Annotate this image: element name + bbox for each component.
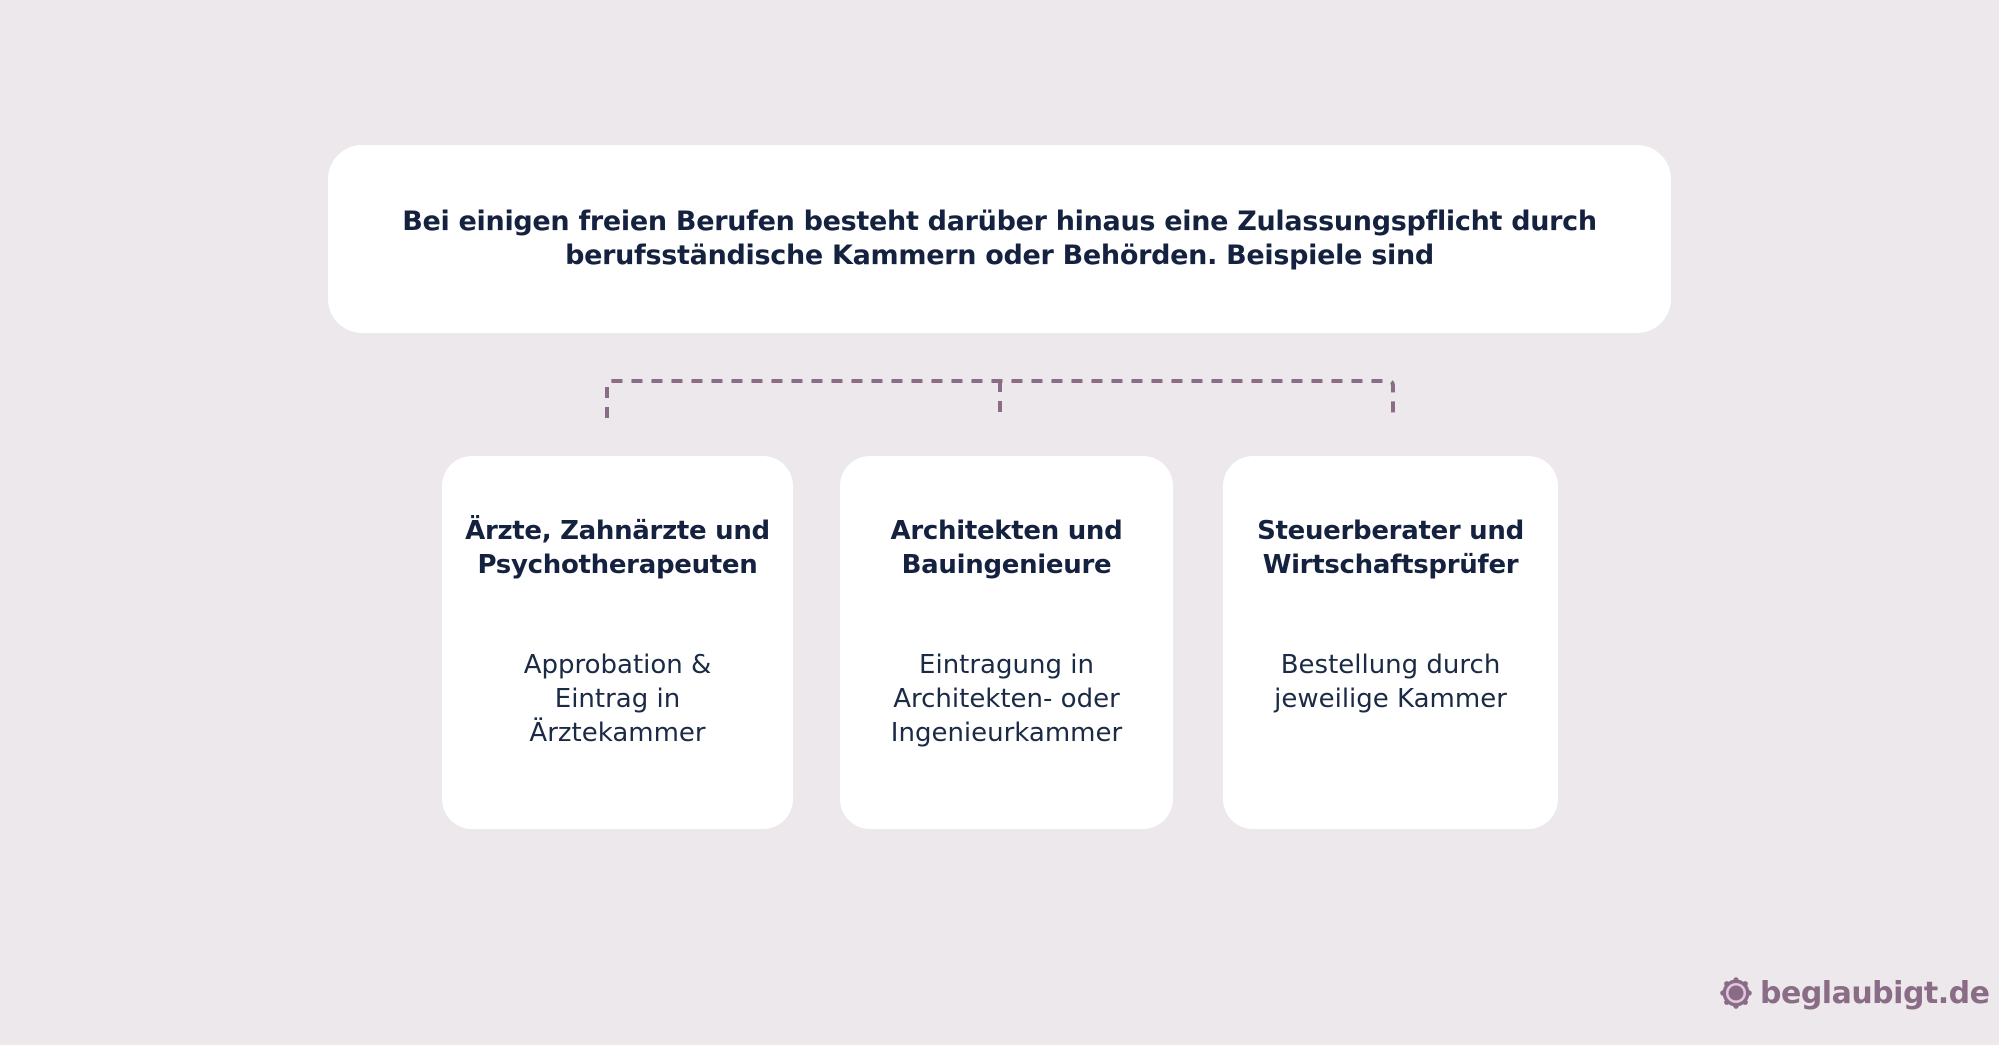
card-body: Approbation & Eintrag in Ärztekammer — [442, 648, 793, 750]
intro-text: Bei einigen freien Berufen besteht darüb… — [390, 205, 1610, 273]
connector-bracket — [605, 379, 1395, 418]
brand-logo: beglaubigt.de — [1720, 973, 1990, 1013]
card-body: Eintragung in Architekten- oder Ingenieu… — [840, 648, 1173, 750]
card-body-line: Eintragung in — [919, 650, 1094, 680]
seal-badge-icon — [1720, 977, 1752, 1009]
card-architects: Architekten und Bauingenieure Eintragung… — [840, 456, 1173, 829]
card-body-line: Approbation & — [523, 650, 712, 680]
card-body-line: Architekten- oder — [893, 684, 1120, 714]
card-body-line: Bestellung durch — [1280, 650, 1501, 680]
logo-text: beglaubigt.de — [1760, 975, 1990, 1011]
card-body-line: Ingenieurkammer — [890, 718, 1123, 748]
card-title-line: Bauingenieure — [901, 550, 1112, 580]
card-title: Steuerberater und Wirtschaftsprüfer — [1223, 514, 1558, 582]
card-tax-advisors: Steuerberater und Wirtschaftsprüfer Best… — [1223, 456, 1558, 829]
card-title-line: Steuerberater und — [1257, 516, 1524, 546]
intro-box: Bei einigen freien Berufen besteht darüb… — [328, 145, 1671, 333]
card-title-line: Psychotherapeuten — [477, 550, 758, 580]
card-body-line: Ärztekammer — [529, 718, 706, 748]
card-title: Architekten und Bauingenieure — [840, 514, 1173, 582]
card-title-line: Ärzte, Zahnärzte und — [465, 516, 770, 546]
intro-line-1: Bei einigen freien Berufen besteht darüb… — [402, 206, 1597, 237]
card-body-line: Eintrag in — [554, 684, 681, 714]
card-medical: Ärzte, Zahnärzte und Psychotherapeuten A… — [442, 456, 793, 829]
card-title: Ärzte, Zahnärzte und Psychotherapeuten — [442, 514, 793, 582]
intro-line-2: berufsständische Kammern oder Behörden. … — [565, 240, 1434, 271]
card-title-line: Wirtschaftsprüfer — [1262, 550, 1519, 580]
card-body-line: jeweilige Kammer — [1274, 684, 1507, 714]
card-body: Bestellung durch jeweilige Kammer — [1223, 648, 1558, 716]
card-title-line: Architekten und — [890, 516, 1123, 546]
